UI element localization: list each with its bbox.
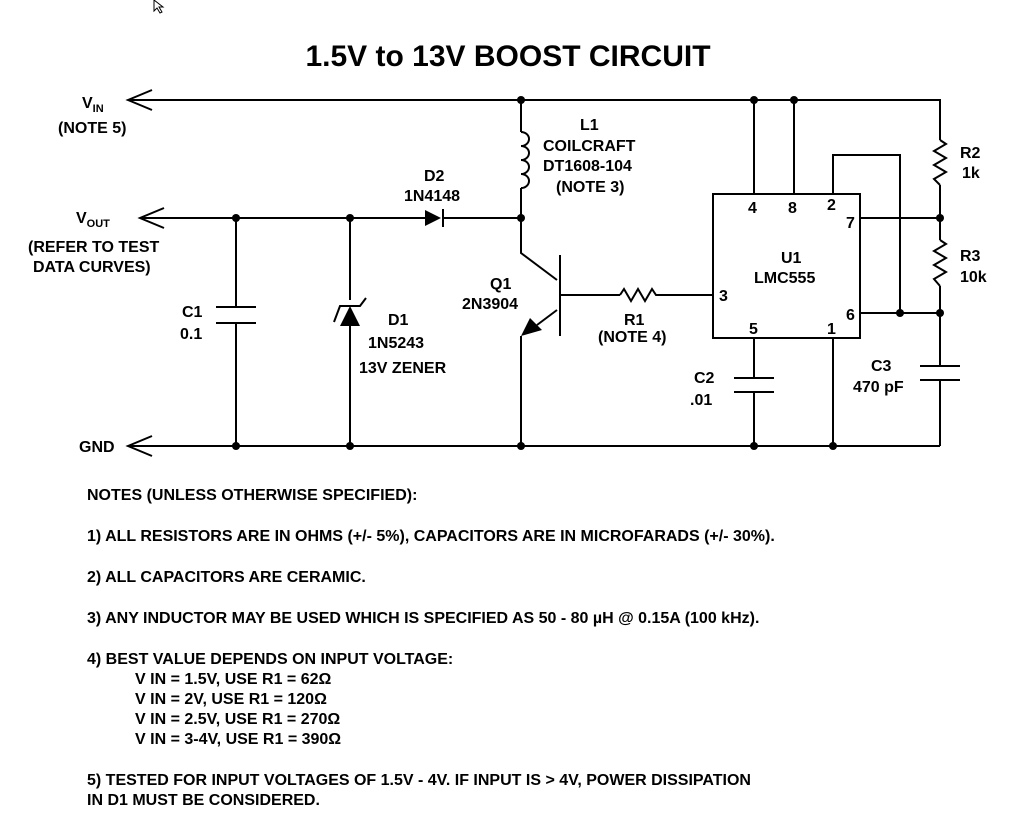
- u1-pin-8: 8: [788, 200, 797, 217]
- svg-text:COILCRAFT: COILCRAFT: [543, 138, 636, 155]
- svg-text:1k: 1k: [962, 165, 980, 182]
- d2-diode: D2 1N4148: [404, 168, 460, 227]
- u1-pin-7: 7: [846, 215, 855, 232]
- diagram-title: 1.5V to 13V BOOST CIRCUIT: [305, 40, 710, 73]
- vout-note-line2: DATA CURVES): [33, 259, 151, 276]
- vout-terminal: VOUT (REFER TO TEST DATA CURVES): [28, 207, 165, 276]
- u1-pin-5: 5: [749, 321, 758, 338]
- svg-text:2N3904: 2N3904: [462, 296, 518, 313]
- svg-text:C2: C2: [694, 370, 715, 387]
- u1-timer-ic: U1 LMC555 4 8 2 7 3 6 5 1: [712, 193, 861, 339]
- u1-pin-1: 1: [827, 321, 836, 338]
- note-2: 2) ALL CAPACITORS ARE CERAMIC.: [87, 569, 366, 586]
- svg-text:VIN: VIN: [82, 95, 104, 115]
- svg-text:D1: D1: [388, 312, 409, 329]
- svg-text:C3: C3: [871, 358, 892, 375]
- schematic-diagram: 1.5V to 13V BOOST CIRCUIT VIN (NOTE 5) V…: [28, 40, 987, 457]
- svg-text:13V ZENER: 13V ZENER: [359, 360, 447, 377]
- svg-text:DT1608-104: DT1608-104: [543, 158, 632, 175]
- svg-text:1N4148: 1N4148: [404, 188, 460, 205]
- notes-section: NOTES (UNLESS OTHERWISE SPECIFIED): 1) A…: [87, 486, 987, 811]
- svg-text:.01: .01: [690, 392, 712, 409]
- note-4-row: V IN = 1.5V, USE R1 = 62Ω: [135, 671, 332, 688]
- d1-zener-diode: D1 1N5243 13V ZENER: [333, 297, 447, 377]
- l1-inductor: L1 COILCRAFT DT1608-104 (NOTE 3): [520, 117, 636, 196]
- junction-dots: [232, 96, 944, 450]
- vout-note-line1: (REFER TO TEST: [28, 239, 159, 256]
- svg-text:VOUT: VOUT: [76, 210, 110, 230]
- svg-text:Q1: Q1: [490, 276, 511, 293]
- note-5-line2: IN D1 MUST BE CONSIDERED.: [87, 792, 320, 809]
- c2-capacitor: C2 .01: [690, 370, 774, 409]
- u1-pin-3: 3: [719, 288, 728, 305]
- svg-text:R1: R1: [624, 312, 645, 329]
- note-4: 4) BEST VALUE DEPENDS ON INPUT VOLTAGE:: [87, 651, 454, 668]
- svg-text:(NOTE 4): (NOTE 4): [598, 329, 666, 346]
- c3-capacitor: C3 470 pF: [853, 358, 960, 396]
- u1-pin-6: 6: [846, 307, 855, 324]
- note-4-row: V IN = 2.5V, USE R1 = 270Ω: [135, 711, 341, 728]
- r2-resistor: R2 1k: [932, 139, 981, 186]
- svg-text:R2: R2: [960, 145, 981, 162]
- notes-heading: NOTES (UNLESS OTHERWISE SPECIFIED):: [87, 487, 418, 504]
- note-3: 3) ANY INDUCTOR MAY BE USED WHICH IS SPE…: [87, 610, 760, 627]
- note-4-row: V IN = 2V, USE R1 = 120Ω: [135, 691, 327, 708]
- c1-capacitor: C1 0.1: [180, 304, 256, 343]
- note-1: 1) ALL RESISTORS ARE IN OHMS (+/- 5%), C…: [87, 528, 775, 545]
- svg-text:1N5243: 1N5243: [368, 335, 424, 352]
- svg-text:D2: D2: [424, 168, 445, 185]
- svg-text:0.1: 0.1: [180, 326, 202, 343]
- mouse-cursor-icon: [153, 0, 165, 14]
- note-5-line1: 5) TESTED FOR INPUT VOLTAGES OF 1.5V - 4…: [87, 772, 751, 789]
- r1-resistor: R1 (NOTE 4): [598, 287, 666, 346]
- svg-text:U1: U1: [781, 250, 802, 267]
- svg-text:470 pF: 470 pF: [853, 379, 904, 396]
- svg-text:10k: 10k: [960, 269, 987, 286]
- u1-pin-2: 2: [827, 197, 836, 214]
- svg-text:R3: R3: [960, 248, 981, 265]
- q1-transistor: Q1 2N3904: [462, 255, 561, 336]
- svg-text:L1: L1: [580, 117, 599, 134]
- u1-pin-4: 4: [748, 200, 757, 217]
- wires: [128, 99, 941, 447]
- svg-text:(NOTE 3): (NOTE 3): [556, 179, 624, 196]
- note-4-row: V IN = 3-4V, USE R1 = 390Ω: [135, 731, 342, 748]
- r3-resistor: R3 10k: [932, 239, 987, 287]
- svg-text:LMC555: LMC555: [754, 270, 815, 287]
- svg-text:GND: GND: [79, 439, 115, 456]
- vin-terminal: VIN (NOTE 5): [58, 89, 153, 137]
- svg-text:C1: C1: [182, 304, 203, 321]
- vin-note: (NOTE 5): [58, 120, 126, 137]
